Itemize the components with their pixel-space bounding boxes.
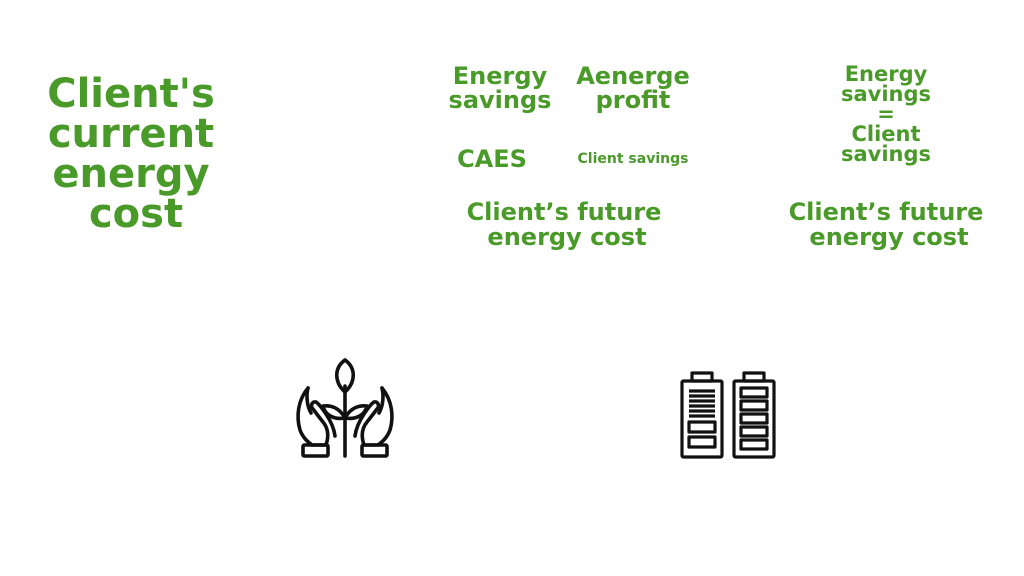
- left-cuff: [301, 443, 330, 458]
- savings-equation-line-5: savings: [840, 142, 932, 166]
- plant-top-leaf: [334, 358, 356, 394]
- savings-equation-line-3: =: [877, 102, 895, 126]
- left-hand-fingers: [305, 386, 313, 415]
- current-cost-line-4: cost: [88, 191, 184, 237]
- energy-savings-line-1: Energy: [452, 62, 548, 90]
- right-hand-fingers: [377, 386, 385, 415]
- battery-pack-icon: [680, 371, 776, 459]
- current-cost-line-2: current: [47, 111, 215, 157]
- caes-future-energy-cost: Client’s future energy cost: [464, 200, 664, 250]
- current-energy-cost-label: Client's current energy cost: [40, 74, 222, 234]
- energy-savings-block: Energy savings: [440, 64, 560, 112]
- savings-equation-block: Energy savings = Client savings: [826, 62, 946, 166]
- savings-equation-line-2: savings: [840, 82, 932, 106]
- caes-future-cost-line-1: Client’s future: [466, 198, 662, 226]
- aenerge-profit-line-2: profit: [595, 86, 671, 114]
- battery-future-cost-line-2: energy cost: [809, 223, 969, 251]
- right-cuff: [360, 443, 389, 458]
- aenerge-profit-block: Aenerge profit: [568, 64, 698, 112]
- caes-label: CAES: [457, 145, 527, 173]
- aenerge-profit-line-1: Aenerge: [576, 62, 690, 90]
- right-hand: [353, 386, 394, 447]
- hands-holding-plant-icon: [296, 358, 394, 458]
- battery-future-cost-line-1: Client’s future: [788, 198, 984, 226]
- caes-future-cost-line-2: energy cost: [487, 223, 647, 251]
- right-battery: [732, 371, 776, 459]
- plant-right-leaf: [343, 403, 369, 421]
- client-savings-label: Client savings: [577, 151, 689, 167]
- savings-equation-line-4: Client: [851, 122, 921, 146]
- left-battery: [680, 371, 724, 459]
- plant-left-leaf: [321, 403, 347, 421]
- current-cost-line-1: Client's: [47, 71, 215, 117]
- energy-savings-line-2: savings: [448, 86, 552, 114]
- battery-future-energy-cost: Client’s future energy cost: [786, 200, 986, 250]
- savings-equation-line-1: Energy: [844, 62, 928, 86]
- current-cost-line-3: energy: [52, 151, 210, 197]
- left-hand: [296, 386, 337, 447]
